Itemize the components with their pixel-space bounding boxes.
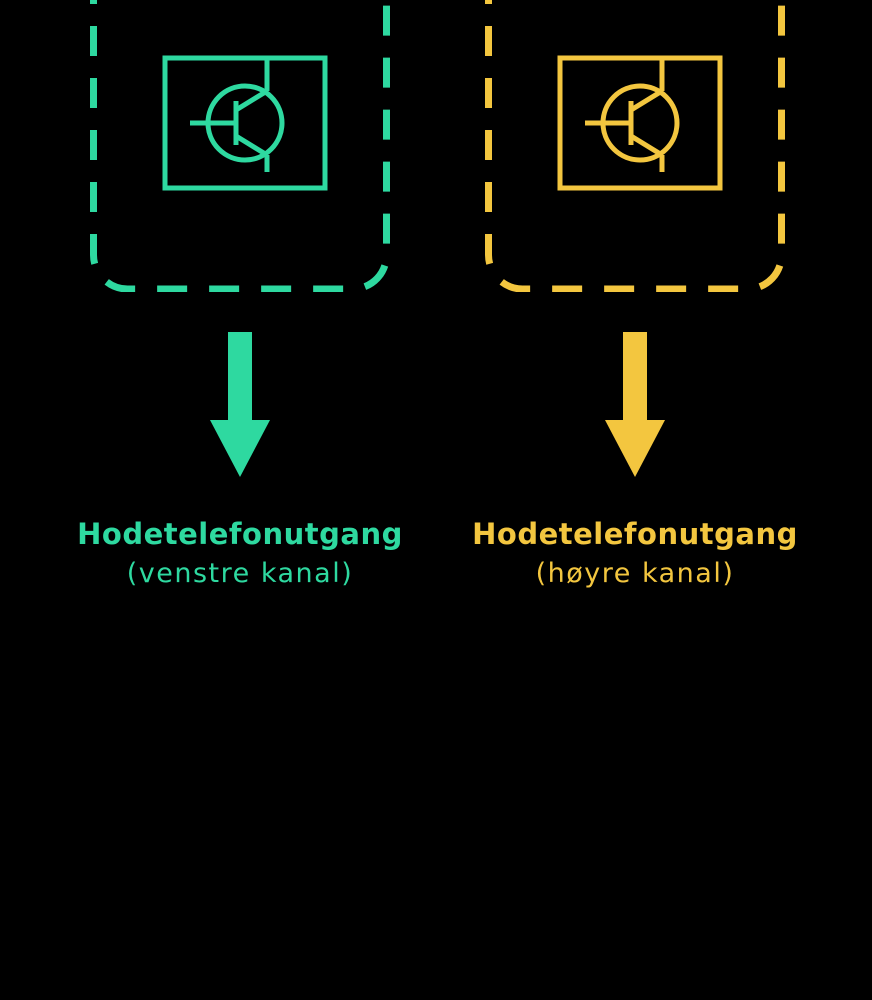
channel-title: Hodetelefonutgang (472, 517, 798, 551)
dashed-module-box (485, 0, 785, 292)
channel-subtitle: (venstre kanal) (126, 557, 354, 589)
left-channel-group: Hodetelefonutgang (venstre kanal) (65, 0, 415, 590)
transistor-icon (162, 55, 328, 191)
down-arrow-icon (605, 332, 665, 477)
dashed-border (90, 0, 390, 292)
channel-subtitle: (høyre kanal) (535, 557, 735, 589)
dashed-border (485, 0, 785, 292)
transistor-icon (557, 55, 723, 191)
channel-title: Hodetelefonutgang (77, 517, 403, 551)
down-arrow-icon (210, 332, 270, 477)
dashed-module-box (90, 0, 390, 292)
right-channel-group: Hodetelefonutgang (høyre kanal) (460, 0, 810, 590)
